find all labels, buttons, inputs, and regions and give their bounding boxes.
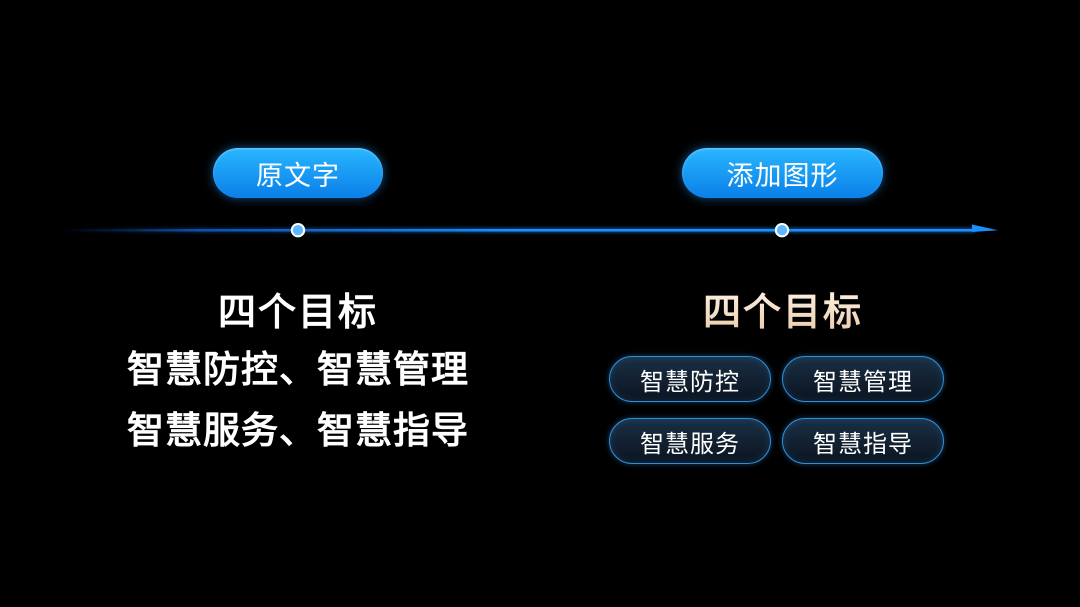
original-text-tag: 原文字 [213,148,383,198]
goal-pill-label: 智慧管理 [813,367,913,396]
left-goals-title: 四个目标 [217,290,378,334]
timeline-line [60,229,975,232]
original-text-tag-label: 原文字 [256,160,340,192]
right-goals-title: 四个目标 [613,287,953,337]
timeline-node-left [290,223,306,238]
timeline-arrow-head [972,224,998,232]
goal-pill-smart-prevention: 智慧防控 [609,356,771,402]
timeline-node-right [774,223,790,238]
goal-pill-label: 智慧指导 [813,429,913,458]
add-shape-tag-label: 添加图形 [726,160,839,192]
add-shape-tag: 添加图形 [682,148,883,198]
left-goals-line-1: 智慧防控、智慧管理 [127,348,469,391]
left-goals-line-2: 智慧服务、智慧指导 [127,409,469,452]
timeline [60,223,998,238]
goal-pill-label: 智慧防控 [640,367,740,396]
goal-pill-smart-management: 智慧管理 [782,356,944,402]
goal-pill-smart-service: 智慧服务 [609,418,771,464]
goal-pill-smart-guidance: 智慧指导 [782,418,944,464]
goal-pill-label: 智慧服务 [640,429,740,458]
